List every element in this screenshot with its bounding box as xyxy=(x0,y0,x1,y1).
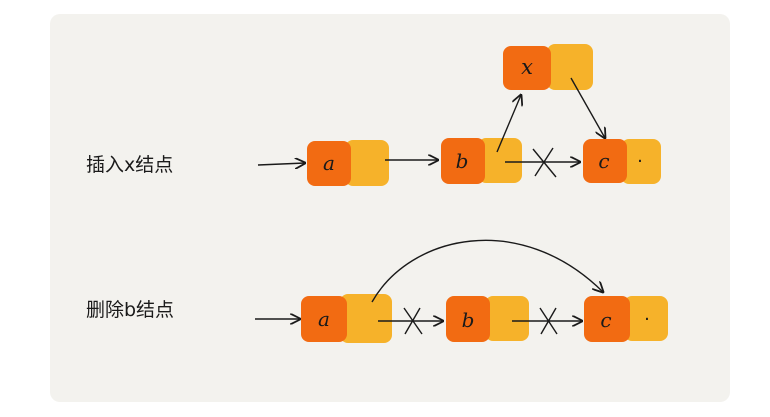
node-label: a xyxy=(323,151,335,175)
null-marker: · xyxy=(644,309,650,330)
node-next-cell xyxy=(621,139,661,184)
node-label: b xyxy=(456,149,469,173)
node-next-cell xyxy=(624,296,668,341)
cross-mark-icon xyxy=(403,307,423,335)
delete-node-a: a xyxy=(301,294,392,343)
cross-mark-icon xyxy=(539,307,558,335)
delete-node-b: b xyxy=(446,296,529,342)
insert-node-c: c · xyxy=(583,139,661,184)
arrow-b-to-x xyxy=(496,95,521,153)
node-data-cell xyxy=(584,296,630,342)
insert-caption: 插入x结点 xyxy=(86,154,173,176)
arrow-x-to-c xyxy=(570,77,605,138)
null-marker: · xyxy=(637,151,643,172)
insert-node-b: b xyxy=(441,138,522,184)
node-label: b xyxy=(462,308,475,332)
node-data-cell xyxy=(307,141,351,186)
node-next-cell xyxy=(345,140,389,186)
node-next-cell xyxy=(478,138,522,183)
node-next-cell xyxy=(485,296,529,341)
node-data-cell xyxy=(446,296,490,342)
node-data-cell xyxy=(583,139,627,183)
delete-node-c: c · xyxy=(584,296,668,342)
cross-mark-icon xyxy=(532,147,557,178)
insert-node-x: x xyxy=(503,44,593,90)
node-label: c xyxy=(598,149,609,173)
node-data-cell xyxy=(441,138,485,184)
node-label: a xyxy=(318,307,330,331)
node-label: x xyxy=(521,55,533,79)
arrow-a-to-c xyxy=(371,239,603,303)
insert-node-a: a xyxy=(307,140,389,186)
node-next-cell xyxy=(340,294,392,343)
delete-caption: 删除b结点 xyxy=(86,299,174,321)
node-next-cell xyxy=(547,44,593,90)
node-label: c xyxy=(600,308,611,332)
node-data-cell xyxy=(503,46,551,90)
head-arrow-insert xyxy=(257,163,305,165)
node-data-cell xyxy=(301,296,347,342)
